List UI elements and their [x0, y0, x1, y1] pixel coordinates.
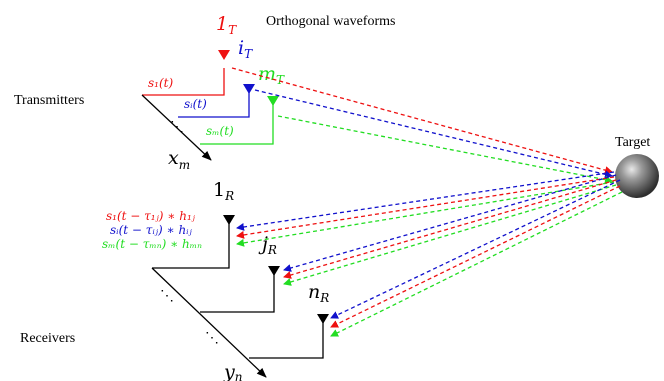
- rx-ellipsis-2: ⋱: [205, 330, 219, 346]
- tx-axis-arrow: [141, 94, 212, 161]
- rxj-ray-green: [283, 184, 617, 286]
- rx-ellipsis-1: ⋱: [160, 288, 174, 304]
- rxn-ray-red: [330, 185, 621, 328]
- rx-equation-3: sₘ(t − τₘₙ) ∗ hₘₙ: [102, 237, 202, 251]
- rx-antenna-n-label: nR: [308, 281, 329, 305]
- tx-antenna-1-label: 1T: [216, 13, 237, 37]
- tx-antenna-i-label: iT: [238, 37, 253, 61]
- rx-rays: [236, 171, 623, 337]
- tx-feed-i: [178, 88, 250, 118]
- rxj-ray-red: [283, 179, 617, 279]
- rx-feed-n: [249, 322, 324, 359]
- tx-antenna-1-icon: [218, 50, 230, 60]
- rxn-ray-blue: [330, 179, 621, 319]
- rx-antenna-j-icon: [268, 266, 280, 276]
- tx-ray-red: [231, 67, 613, 175]
- receivers-label: Receivers: [20, 331, 75, 346]
- tx-ellipsis: ⋱: [170, 119, 184, 135]
- tx-signal-1: s₁(t): [148, 76, 173, 90]
- target-label: Target: [615, 135, 650, 150]
- rx-antenna-j-label: jR: [258, 233, 277, 257]
- rx-axis-label: yn: [223, 361, 242, 381]
- tx-feed-1: [142, 68, 225, 96]
- tx-feed-m: [200, 102, 274, 145]
- tx-signal-i: sᵢ(t): [184, 97, 207, 111]
- diagram-title: Orthogonal waveforms: [266, 14, 395, 29]
- transmitter-array: 1T iT mT s₁(t) sᵢ(t) sₘ(t) ⋱ xm: [141, 13, 285, 172]
- rx-equation-1: s₁(t − τ₁ⱼ) ∗ h₁ⱼ: [106, 209, 196, 223]
- rx-feed-j: [200, 274, 275, 313]
- target-sphere: [615, 154, 659, 198]
- rx-axis-arrow: [151, 267, 267, 378]
- rx1-ray-blue: [236, 171, 615, 231]
- rxn-ray-green: [330, 191, 623, 337]
- rx-antenna-1-label: 1R: [213, 179, 234, 203]
- tx-rays: [231, 67, 613, 184]
- tx-antenna-m-icon: [267, 96, 279, 106]
- rx-antenna-n-icon: [317, 314, 329, 324]
- rxj-ray-blue: [283, 174, 617, 272]
- tx-axis-label: xm: [168, 147, 190, 172]
- rx1-ray-red: [236, 176, 615, 239]
- receiver-array: 1R jR nR s₁(t − τ₁ⱼ) ∗ h₁ⱼ sᵢ(t − τᵢⱼ) ∗…: [102, 179, 329, 381]
- tx-signal-m: sₘ(t): [206, 124, 234, 138]
- tx-antenna-i-icon: [243, 84, 255, 94]
- rx-feed-1: [152, 222, 230, 269]
- tx-ray-green: [277, 115, 613, 184]
- rx-equation-2: sᵢ(t − τᵢⱼ) ∗ hᵢⱼ: [110, 223, 193, 237]
- rx1-ray-green: [236, 181, 615, 247]
- tx-antenna-m-label: mT: [258, 63, 285, 87]
- transmitters-label: Transmitters: [14, 93, 84, 108]
- rx-antenna-1-icon: [223, 215, 235, 225]
- tx-ray-blue: [254, 89, 613, 179]
